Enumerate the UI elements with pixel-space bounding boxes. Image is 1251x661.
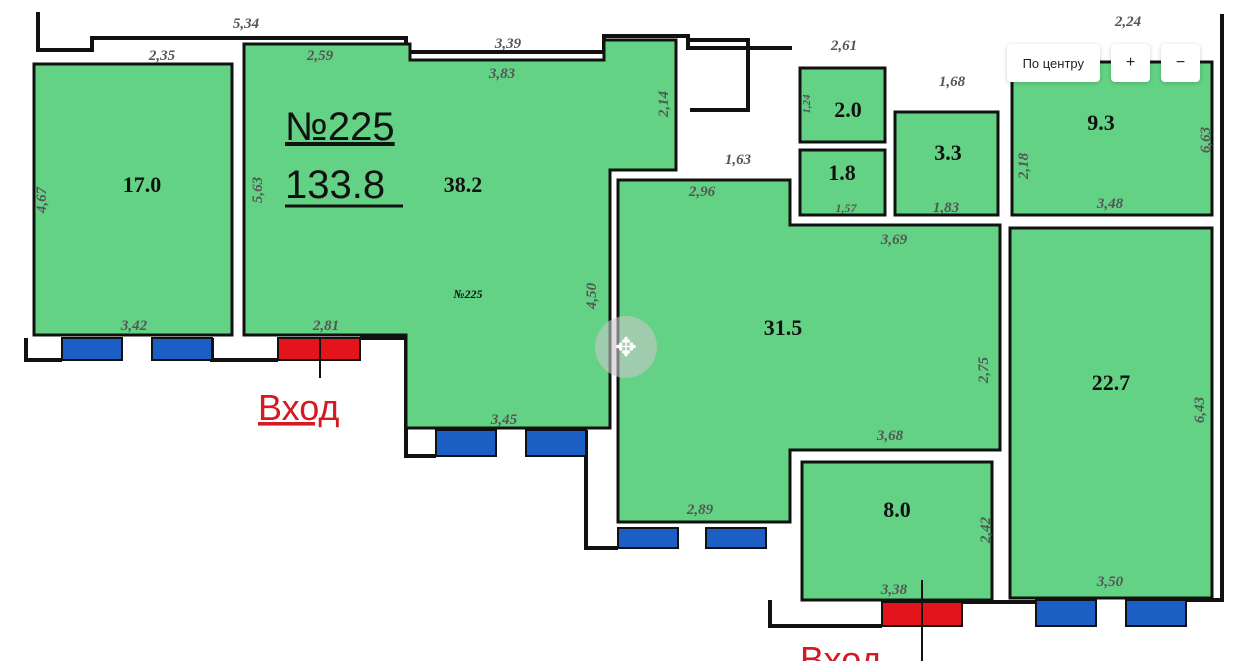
room-area: 22.7 (1092, 370, 1131, 395)
dimension: 5,34 (233, 16, 260, 32)
window (435, 429, 497, 457)
window (1035, 599, 1097, 627)
dimension: 2,42 (978, 516, 994, 544)
zoom-in-button[interactable]: + (1111, 44, 1150, 82)
room-3-3 (893, 110, 1000, 217)
dimension: 3,39 (494, 36, 522, 52)
dimension: 3,38 (880, 582, 908, 598)
room-area: 8.0 (883, 497, 911, 522)
dimension: 3,69 (880, 232, 908, 248)
dimension: 1,68 (939, 74, 966, 90)
dimension: 3,50 (1096, 574, 1124, 590)
dimension: 5,63 (250, 176, 266, 203)
window (705, 527, 767, 549)
room-38 (242, 38, 678, 430)
window (61, 337, 123, 361)
room-area: 38.2 (444, 172, 483, 197)
dimension: 2,14 (656, 90, 672, 118)
room-1-8 (798, 148, 887, 217)
zoom-out-button[interactable]: − (1161, 44, 1200, 82)
drag-handle-icon[interactable]: ✥ (595, 316, 657, 378)
dimension: 3,68 (876, 428, 904, 444)
dimension: 3,48 (1096, 196, 1124, 212)
dimension: 3,42 (120, 318, 148, 334)
room-17 (32, 62, 234, 337)
dimension: 2,24 (1114, 14, 1142, 30)
dimension: 2,59 (306, 48, 334, 64)
floor-plan: №225 133.8 17.0 38.2 31.5 2.0 1.8 3.3 9.… (24, 12, 1224, 661)
dimension: 2,96 (688, 184, 716, 200)
dimension: 2,61 (830, 38, 857, 54)
dimension: 6,63 (1198, 126, 1214, 153)
dimension: 1,83 (933, 200, 960, 216)
entrance-label: Вход (800, 639, 881, 661)
apartment-number: №225 (285, 105, 395, 149)
room-9-3 (1010, 60, 1214, 217)
dimension: 6,43 (1192, 396, 1208, 423)
dimension: 2,35 (148, 48, 176, 64)
window (525, 429, 587, 457)
room-31 (616, 178, 1002, 524)
room-area: 3.3 (934, 140, 962, 165)
dimension: 1,63 (725, 152, 752, 168)
zoom-controls: По центру + − (1006, 44, 1200, 82)
room-area: 9.3 (1087, 110, 1115, 135)
room-8 (800, 460, 994, 602)
dimension: 2,81 (312, 318, 339, 334)
entrance-label: Вход (258, 387, 339, 428)
window (1125, 599, 1187, 627)
inner-label: №225 (453, 287, 483, 301)
outer-wall (690, 14, 1224, 628)
room-area: 17.0 (123, 172, 162, 197)
dimension: 2,75 (976, 356, 992, 384)
dimension: 1,24 (801, 94, 813, 114)
room-area: 31.5 (764, 315, 803, 340)
dimension: 2,18 (1016, 152, 1032, 180)
room-area: 1.8 (828, 160, 856, 185)
dimension: 1,57 (836, 201, 858, 215)
dimension: 2,89 (686, 502, 714, 518)
window (151, 337, 213, 361)
total-area: 133.8 (285, 163, 385, 207)
window (617, 527, 679, 549)
center-button[interactable]: По центру (1006, 44, 1100, 82)
room-2 (798, 66, 887, 144)
dimension: 4,50 (584, 282, 600, 310)
outer-wall (36, 12, 792, 54)
dimension: 4,67 (34, 186, 50, 214)
room-22-7 (1008, 226, 1214, 600)
floor-plan-viewer[interactable]: №225 133.8 17.0 38.2 31.5 2.0 1.8 3.3 9.… (20, 12, 1231, 661)
room-area: 2.0 (834, 97, 862, 122)
dimension: 3,83 (488, 66, 516, 82)
dimension: 3,45 (490, 412, 518, 428)
